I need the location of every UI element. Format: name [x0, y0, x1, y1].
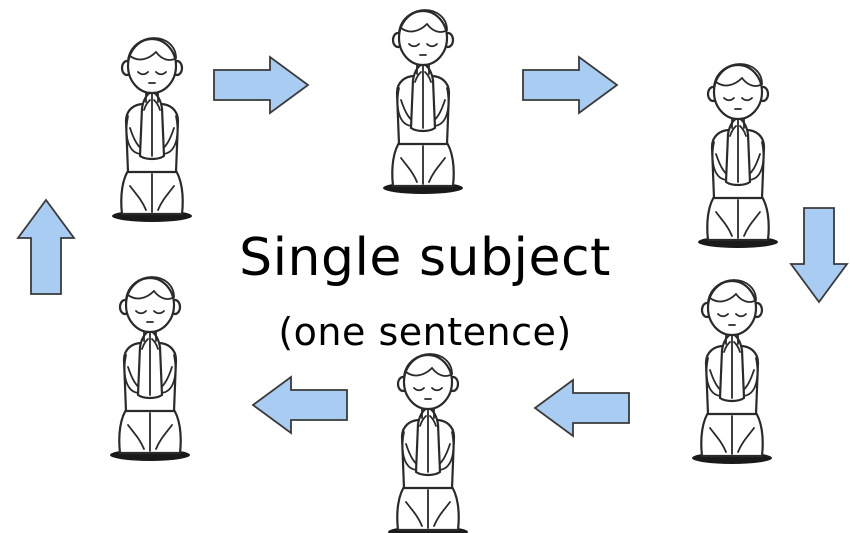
block-arrow-icon: [534, 379, 630, 437]
praying-figure-top-right: [696, 62, 780, 250]
praying-figure-bottom-left: [108, 275, 192, 463]
block-arrow-icon: [213, 56, 309, 114]
kneeling-praying-person-icon: [696, 62, 780, 250]
block-arrow-icon: [522, 56, 618, 114]
arrow-right-1: [213, 56, 309, 114]
praying-figure-top-center: [381, 8, 465, 196]
block-arrow-icon: [252, 376, 348, 434]
arrow-left-2: [252, 376, 348, 434]
kneeling-praying-person-icon: [690, 278, 774, 466]
praying-figure-bottom-center: [386, 352, 470, 533]
diagram-subtitle: (one sentence): [278, 310, 572, 354]
arrow-right-2: [522, 56, 618, 114]
arrow-left-1: [534, 379, 630, 437]
praying-figure-top-left: [110, 36, 194, 224]
kneeling-praying-person-icon: [386, 352, 470, 533]
praying-figure-bottom-right: [690, 278, 774, 466]
kneeling-praying-person-icon: [110, 36, 194, 224]
kneeling-praying-person-icon: [381, 8, 465, 196]
kneeling-praying-person-icon: [108, 275, 192, 463]
diagram-title: Single subject: [239, 228, 611, 288]
